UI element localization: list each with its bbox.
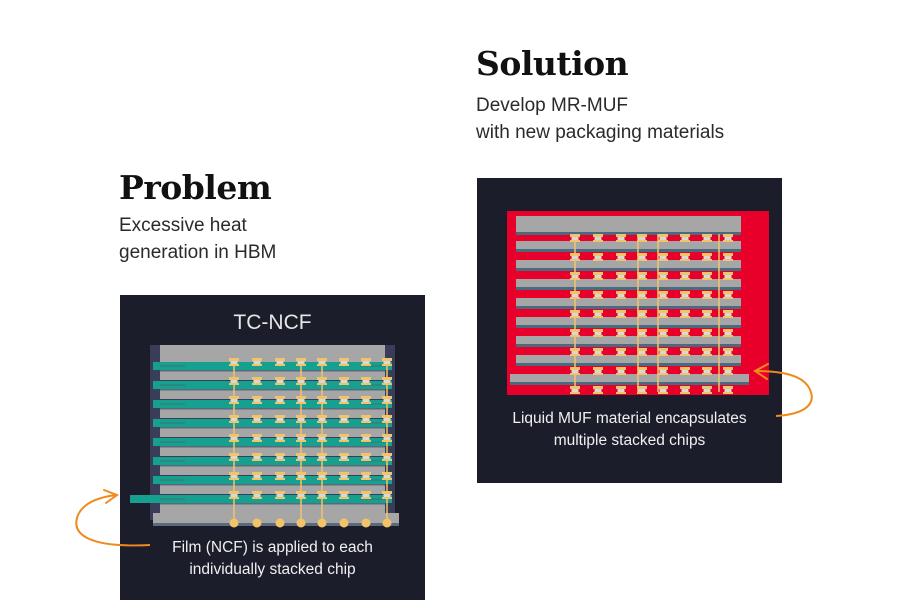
dram-die [160, 466, 385, 475]
solution-description-line-1: Develop MR-MUF [476, 95, 629, 116]
tc-ncf-caption: Film (NCF) is applied to each individual… [120, 537, 425, 581]
mr-muf-chip-stack-diagram [507, 211, 769, 395]
mr-muf-caption-line-1: Liquid MUF material encapsulates [512, 410, 747, 427]
core-die-top [516, 216, 741, 232]
dram-die [160, 485, 385, 494]
dram-die [516, 279, 741, 287]
dram-die [160, 371, 385, 380]
ncf-film-layer [153, 400, 392, 408]
problem-description-line-1: Excessive heat [119, 215, 247, 236]
problem-heading: Problem [119, 168, 272, 207]
ncf-film-layer [153, 362, 392, 370]
dram-die [516, 355, 741, 363]
dram-die [160, 447, 385, 456]
tc-ncf-title: TC-NCF [233, 311, 312, 334]
base-die [153, 513, 399, 523]
core-die-top [160, 345, 385, 362]
ncf-film-layer [153, 419, 392, 427]
tc-ncf-panel: TC-NCF Film (NCF) is applied to each ind… [120, 295, 425, 600]
tc-ncf-caption-line-2: individually stacked chip [189, 561, 356, 578]
mr-muf-panel: Liquid MUF material encapsulates multipl… [477, 178, 782, 483]
ncf-film-layer [153, 476, 392, 484]
solution-heading: Solution [476, 44, 629, 83]
dram-die [160, 504, 385, 513]
problem-description-line-2: generation in HBM [119, 242, 277, 263]
mr-muf-caption-line-2: multiple stacked chips [553, 432, 706, 449]
ncf-film-layer [153, 438, 392, 446]
solution-description: Develop MR-MUF with new packaging materi… [476, 92, 724, 146]
dram-die [160, 428, 385, 437]
dram-die [510, 374, 749, 382]
dram-die [160, 409, 385, 418]
ncf-film-layer [153, 457, 392, 465]
dram-die [516, 336, 741, 344]
tc-ncf-caption-line-1: Film (NCF) is applied to each [172, 539, 373, 556]
tc-ncf-chip-stack-diagram [130, 345, 399, 528]
dram-die [516, 260, 741, 268]
dram-die [516, 317, 741, 325]
dram-die [160, 390, 385, 399]
mr-muf-caption: Liquid MUF material encapsulates multipl… [477, 408, 782, 452]
dram-die [516, 298, 741, 306]
dram-die [516, 241, 741, 249]
ncf-film-layer [153, 381, 392, 389]
problem-description: Excessive heat generation in HBM [119, 212, 276, 266]
solution-description-line-2: with new packaging materials [476, 122, 725, 143]
